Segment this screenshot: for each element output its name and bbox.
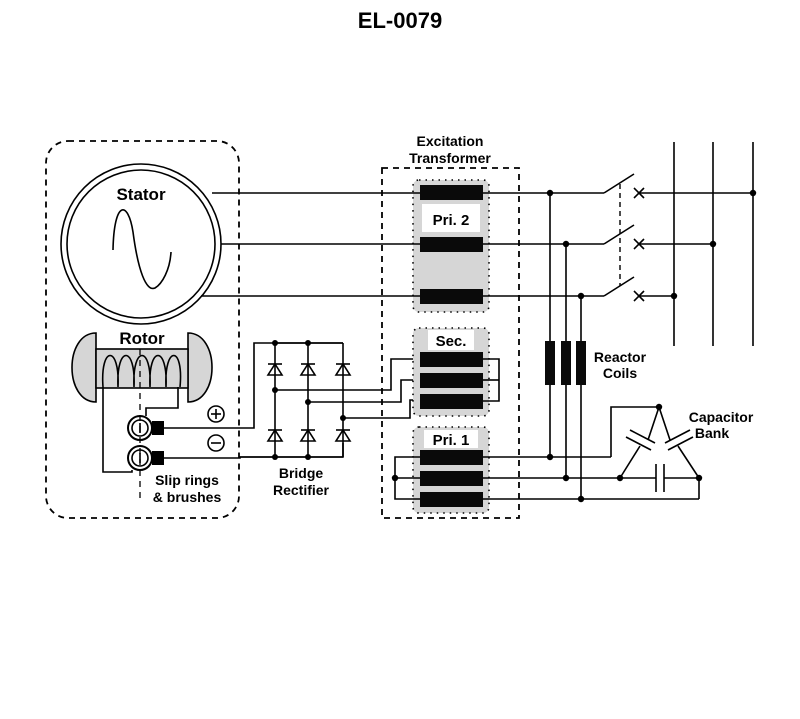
diode-icon: [334, 428, 352, 442]
reactor-coils: [545, 341, 586, 385]
stator: Stator: [60, 163, 222, 325]
diode-icon: [334, 362, 352, 376]
minus-sign-icon: [207, 434, 225, 452]
brush-negative: [152, 451, 164, 465]
sec-label: Sec.: [436, 333, 467, 350]
pri1-label: Pri. 1: [433, 432, 470, 449]
bridge-rectifier: [240, 340, 352, 460]
diagram-title: EL-0079: [357, 8, 443, 33]
capacitor-bank-label-line2: Bank: [695, 425, 729, 441]
capacitor-icon: [664, 429, 694, 451]
diode-icon: [266, 362, 284, 376]
bridge-rectifier-label-line2: Rectifier: [273, 482, 330, 498]
capacitor-icon: [655, 464, 665, 492]
reactor-coils-label-line2: Coils: [603, 365, 637, 381]
secondary-winding: Sec.: [412, 327, 490, 417]
excitation-transformer-label-line1: Excitation: [417, 133, 484, 149]
diode-icon: [266, 428, 284, 442]
slip-rings-label-line1: Slip rings: [155, 472, 219, 488]
bridge-rectifier-label-line1: Bridge: [279, 465, 324, 481]
plus-sign-icon: [207, 405, 225, 423]
slip-ring-negative: [127, 445, 164, 471]
capacitor-icon: [625, 429, 656, 451]
primary-1-winding: Pri. 1: [412, 426, 490, 514]
slip-rings-label-line2: & brushes: [153, 489, 222, 505]
pri2-label: Pri. 2: [433, 212, 470, 229]
sine-wave-icon: [112, 209, 172, 290]
stator-label: Stator: [116, 185, 166, 204]
rotor-winding-icon: [101, 354, 182, 388]
capacitor-bank-label-line1: Capacitor: [689, 409, 754, 425]
primary-2-winding: Pri. 2: [412, 179, 490, 313]
brush-positive: [152, 421, 164, 435]
rotor: Rotor: [71, 329, 213, 500]
diode-icon: [299, 362, 317, 376]
circuit-breaker: [603, 173, 753, 302]
reactor-coils-label-line1: Reactor: [594, 349, 647, 365]
slip-ring-positive: [127, 415, 164, 441]
capacitor-bank: [610, 403, 703, 499]
busbars: [670, 142, 757, 346]
excitation-transformer-enclosure: [381, 167, 520, 519]
excitation-transformer-label-line2: Transformer: [409, 150, 491, 166]
rotor-label: Rotor: [119, 329, 165, 348]
diode-icon: [299, 428, 317, 442]
